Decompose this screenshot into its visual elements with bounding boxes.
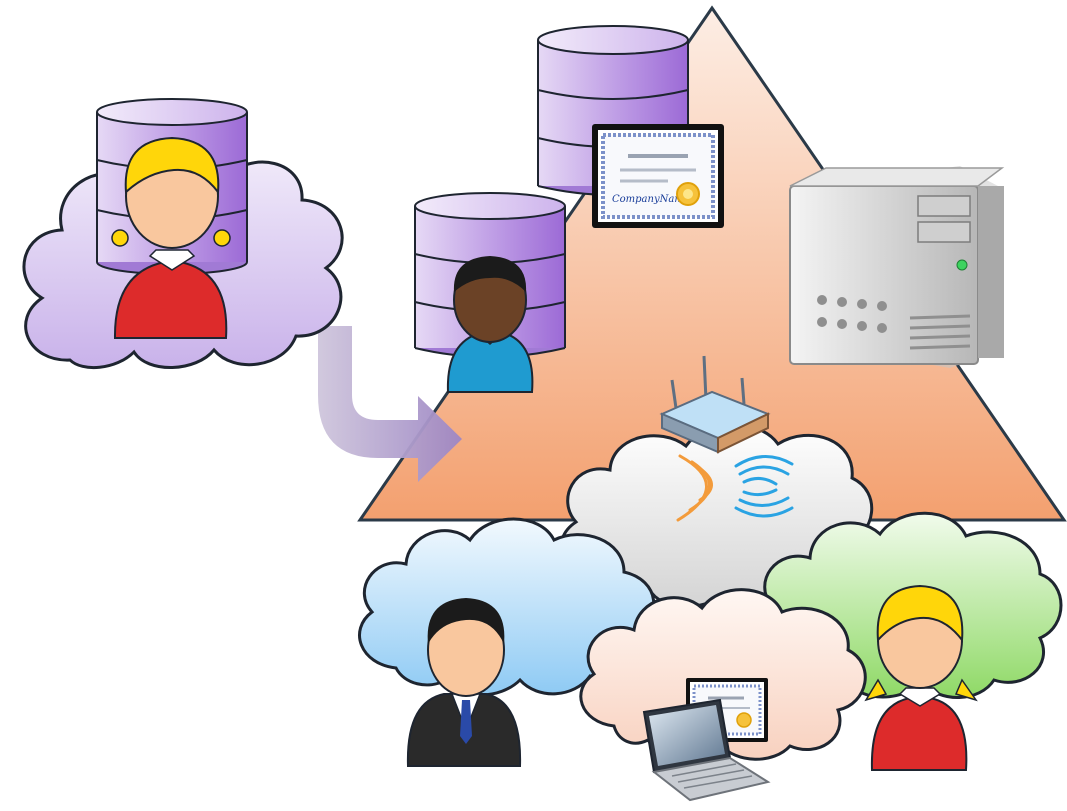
server-icon <box>789 166 1005 368</box>
curved-arrow <box>318 326 462 482</box>
laptop-icon <box>642 698 771 802</box>
person-icon <box>864 584 978 771</box>
certificate-signature: CompanyName <box>612 194 690 205</box>
person-icon <box>406 598 522 767</box>
person-icon <box>111 136 231 339</box>
certificate-icon: CompanyName <box>592 124 724 228</box>
person-icon <box>446 256 534 393</box>
wireless-router-icon <box>659 355 794 522</box>
